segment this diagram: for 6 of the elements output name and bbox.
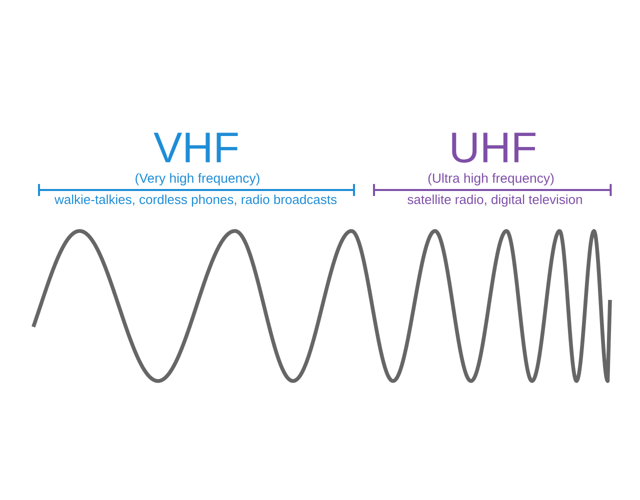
band-name: (Ultra high frequency) — [428, 173, 554, 186]
band-heading: VHF — [154, 132, 238, 162]
usage-note: walkie-talkies, cordless phones, radio broadcasts — [54, 194, 337, 207]
band-name: (Very high frequency) — [136, 173, 260, 186]
band-heading: UHF — [452, 132, 536, 163]
usage-note: satellite radio, digital television — [408, 194, 582, 207]
